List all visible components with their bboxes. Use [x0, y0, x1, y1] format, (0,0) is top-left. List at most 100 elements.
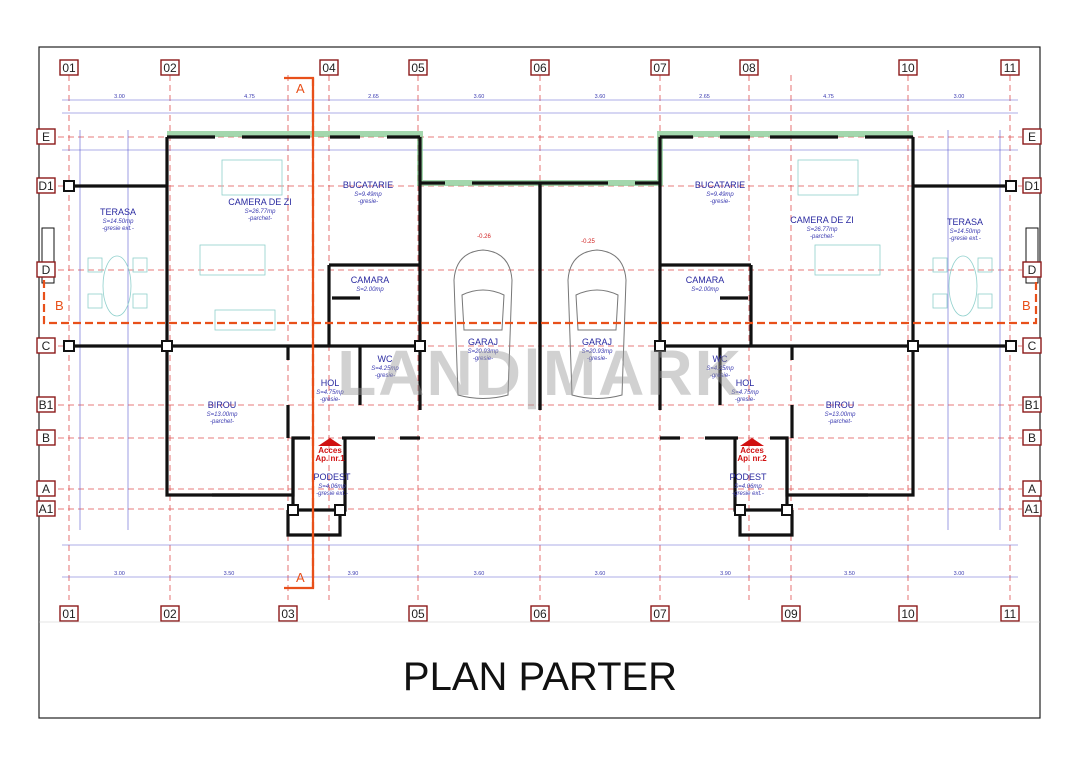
svg-text:01: 01 — [62, 607, 76, 621]
dimension-bottom: 3.50 — [844, 571, 855, 577]
grid-label-left: A — [36, 480, 56, 497]
room-label: CAMARA S=2.00mp — [686, 275, 725, 293]
svg-text:S=2.00mp: S=2.00mp — [691, 287, 719, 293]
svg-text:-gresie ext.-: -gresie ext.- — [732, 491, 764, 497]
grid-label-left: E — [36, 128, 56, 145]
svg-text:S=9.49mp: S=9.49mp — [354, 192, 382, 198]
svg-text:GARAJ: GARAJ — [582, 337, 612, 347]
grid-label-bottom: 10 — [898, 605, 918, 622]
svg-text:03: 03 — [281, 607, 295, 621]
grid-label-left: A1 — [36, 500, 56, 517]
svg-text:WC: WC — [713, 354, 728, 364]
svg-text:-gresie-: -gresie- — [375, 373, 395, 379]
dimension-top: 3.00 — [954, 94, 965, 100]
dimension-bottom: 3.60 — [595, 571, 606, 577]
dimension-top: 2.65 — [368, 94, 379, 100]
svg-text:C: C — [42, 339, 51, 353]
grid-label-right: A — [1022, 480, 1042, 497]
grid-label-top: 10 — [898, 59, 918, 76]
level-mark-garage-1: -0.26 — [477, 234, 491, 240]
svg-text:C: C — [1028, 339, 1037, 353]
svg-text:-gresie-: -gresie- — [710, 373, 730, 379]
svg-text:TERASA: TERASA — [947, 217, 983, 227]
dimension-bottom: 3.90 — [348, 571, 359, 577]
svg-text:B: B — [55, 298, 64, 313]
grid-label-top: 08 — [739, 59, 759, 76]
svg-text:08: 08 — [742, 61, 756, 75]
svg-text:S=14.50mp: S=14.50mp — [103, 219, 135, 225]
dimension-top: 4.75 — [244, 94, 255, 100]
svg-text:CAMARA: CAMARA — [686, 275, 725, 285]
svg-text:BIROU: BIROU — [208, 400, 237, 410]
svg-text:A: A — [296, 81, 305, 96]
svg-text:06: 06 — [533, 607, 547, 621]
grid-label-right: B — [1022, 429, 1042, 446]
svg-text:B1: B1 — [39, 398, 54, 412]
furniture — [87, 159, 993, 331]
dimension-top: 3.60 — [474, 94, 485, 100]
svg-text:07: 07 — [653, 607, 667, 621]
access-apartment-2: Acces Ap. nr.2 — [737, 438, 767, 463]
section-line-b: B B — [42, 280, 1038, 325]
svg-text:S=4.25mp: S=4.25mp — [371, 366, 399, 372]
dimension-bottom: 3.00 — [114, 571, 125, 577]
grid-label-right: A1 — [1022, 500, 1042, 517]
svg-text:A1: A1 — [39, 502, 54, 516]
svg-text:CAMERA DE ZI: CAMERA DE ZI — [228, 197, 292, 207]
grid-label-bottom: 11 — [1000, 605, 1020, 622]
svg-text:BUCATARIE: BUCATARIE — [343, 180, 393, 190]
car-left — [453, 249, 513, 399]
svg-text:TERASA: TERASA — [100, 207, 136, 217]
svg-text:06: 06 — [533, 61, 547, 75]
room-label: CAMERA DE ZIS=26.77mp-parchet- — [228, 197, 292, 222]
svg-text:05: 05 — [411, 61, 425, 75]
svg-text:-gresie-: -gresie- — [473, 356, 493, 362]
grid-label-top: 04 — [319, 59, 339, 76]
svg-text:S=2.00mp: S=2.00mp — [356, 287, 384, 293]
grid-label-bottom: 06 — [530, 605, 550, 622]
svg-text:S=4.75mp: S=4.75mp — [316, 390, 344, 396]
room-label: WCS=4.25mp-gresie- — [371, 354, 399, 379]
grid-label-right: D1 — [1022, 177, 1042, 194]
svg-text:BIROU: BIROU — [826, 400, 855, 410]
svg-text:10: 10 — [901, 607, 915, 621]
grid-label-bottom: 05 — [408, 605, 428, 622]
dimension-bottom: 3.00 — [954, 571, 965, 577]
grid-label-top: 11 — [1000, 59, 1020, 76]
svg-text:D: D — [1028, 263, 1037, 277]
svg-text:CAMERA DE ZI: CAMERA DE ZI — [790, 215, 854, 225]
grid-label-top: 02 — [160, 59, 180, 76]
svg-text:Ap. nr.2: Ap. nr.2 — [737, 454, 767, 463]
svg-text:11: 11 — [1004, 61, 1017, 75]
svg-text:-gresie-: -gresie- — [587, 356, 607, 362]
grid-label-bottom: 03 — [278, 605, 298, 622]
svg-text:HOL: HOL — [321, 378, 340, 388]
svg-text:A: A — [296, 570, 305, 585]
grid-label-right: D — [1022, 261, 1042, 278]
grid-label-left: D — [36, 261, 56, 278]
svg-text:BUCATARIE: BUCATARIE — [695, 180, 745, 190]
svg-text:-gresie ext.-: -gresie ext.- — [316, 491, 348, 497]
room-label: WCS=4.25mp-gresie- — [706, 354, 734, 379]
grid-label-top: 06 — [530, 59, 550, 76]
svg-text:-parchet-: -parchet- — [210, 419, 234, 425]
svg-text:-gresie ext.-: -gresie ext.- — [102, 226, 134, 232]
grid-label-top: 07 — [650, 59, 670, 76]
svg-text:02: 02 — [163, 607, 177, 621]
svg-text:D1: D1 — [38, 179, 54, 193]
svg-text:D: D — [42, 263, 51, 277]
svg-text:PODEST: PODEST — [729, 472, 767, 482]
svg-text:D1: D1 — [1024, 179, 1040, 193]
grid-label-right: E — [1022, 128, 1042, 145]
svg-text:S=20.93mp: S=20.93mp — [582, 349, 614, 355]
grid-label-left: C — [36, 337, 56, 354]
watermark: LAND|MARK — [337, 337, 743, 410]
grid-label-right: C — [1022, 337, 1042, 354]
